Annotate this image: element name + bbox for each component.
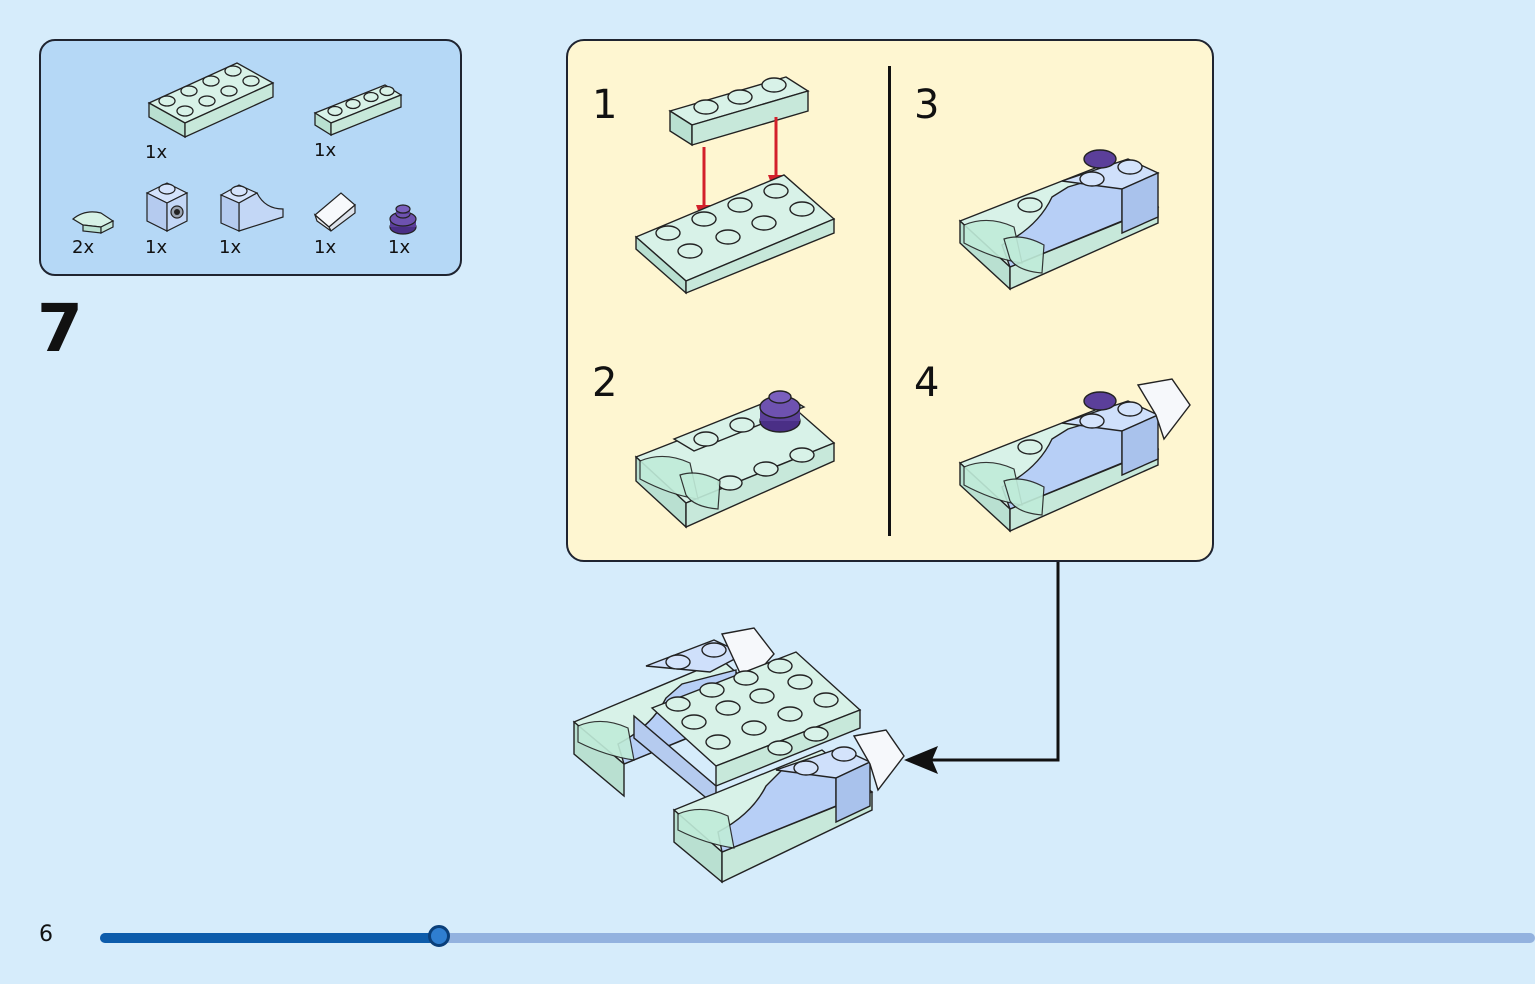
plate-1x4-part [313,83,405,139]
progress-fill [100,933,439,943]
sub-assembly-panel: 1 3 2 4 [566,39,1214,562]
round-plate-purple-part [387,203,419,237]
substep-number: 1 [592,82,618,128]
part-quantity: 1x [388,237,411,258]
substep-number: 4 [914,360,940,406]
substep-2-illustration [634,377,844,537]
part-quantity: 1x [219,237,242,258]
slope-white-part [311,189,359,233]
substep-1-illustration [634,65,844,295]
part-quantity: 2x [72,237,95,258]
page-number: 6 [39,922,53,947]
panel-divider [888,66,891,536]
tile-quarter-round-part [71,207,117,235]
part-quantity: 1x [314,237,337,258]
step-7-result-model [570,620,910,886]
plate-2x4-part [145,59,277,141]
substep-number: 3 [914,82,940,128]
substep-number: 2 [592,360,618,406]
part-quantity: 1x [145,142,168,163]
substep-3-illustration [958,137,1168,297]
substep-4-illustration [958,375,1194,539]
slope-curved-part [217,179,287,235]
step-number: 7 [37,290,83,367]
part-quantity: 1x [145,237,168,258]
parts-list-box: 1x 1x 2x 1x [39,39,462,276]
progress-marker [427,925,450,947]
brick-side-stud-part [145,179,191,235]
part-quantity: 1x [314,140,337,161]
progress-bar [100,925,1535,947]
